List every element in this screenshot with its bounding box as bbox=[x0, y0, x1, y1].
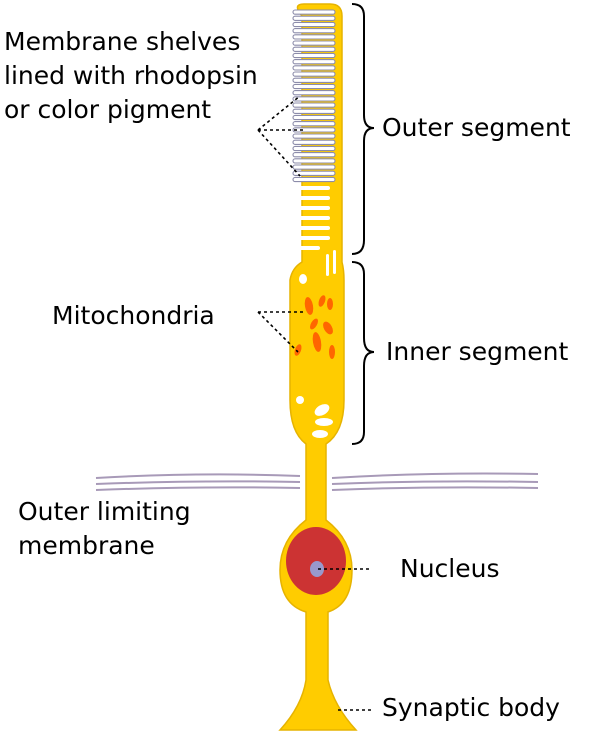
membrane-shelves bbox=[292, 9, 336, 276]
mitochondrion bbox=[323, 321, 333, 335]
disc-shelf bbox=[292, 21, 336, 28]
disc-shelf bbox=[292, 145, 336, 152]
disc-shelf bbox=[292, 9, 336, 15]
disc-shelf bbox=[292, 65, 336, 71]
mitochondria-label: Mitochondria bbox=[52, 301, 215, 330]
disc-slit bbox=[296, 246, 320, 250]
disc-slit bbox=[296, 216, 330, 220]
disc-slit bbox=[296, 196, 330, 200]
mitochondria-organelles bbox=[294, 295, 335, 359]
disc-shelf bbox=[292, 40, 336, 46]
mitochondrion bbox=[304, 297, 314, 315]
disc-slit bbox=[296, 186, 330, 190]
outer-segment-label: Outer segment bbox=[382, 113, 571, 142]
nucleolus-shape bbox=[310, 561, 324, 577]
disc-shelf bbox=[292, 83, 336, 90]
disc-shelf bbox=[292, 121, 336, 127]
membrane-shelves-label-3: or color pigment bbox=[4, 95, 212, 124]
mitochondrion bbox=[327, 298, 333, 310]
membrane-shelves-label-2: lined with rhodopsin bbox=[4, 61, 258, 90]
disc-shelf bbox=[292, 59, 336, 65]
limiting-membrane-fiber bbox=[95, 473, 301, 479]
inner-segment-bracket bbox=[351, 261, 375, 445]
disc-shelf bbox=[292, 96, 336, 102]
limiting-membrane-fiber bbox=[95, 486, 301, 491]
mitochondrion bbox=[294, 344, 302, 356]
disc-shelf bbox=[292, 46, 336, 52]
nucleus-label: Nucleus bbox=[400, 554, 500, 583]
disc-shelf bbox=[292, 139, 336, 145]
disc-shelf bbox=[292, 77, 336, 83]
limiting-membrane-fiber bbox=[331, 480, 539, 485]
synaptic-body-label: Synaptic body bbox=[382, 693, 560, 722]
inner-segment-vesicles bbox=[296, 274, 333, 438]
disc-slit bbox=[296, 236, 330, 240]
disc-slit bbox=[296, 206, 330, 210]
disc-slit bbox=[296, 226, 330, 230]
disc-shelf bbox=[292, 28, 336, 34]
limiting-membrane-fiber bbox=[331, 486, 539, 491]
cilium-slit bbox=[333, 250, 336, 274]
inner-segment-label: Inner segment bbox=[386, 337, 569, 366]
disc-shelf bbox=[292, 114, 336, 121]
outer-segment-bracket bbox=[351, 3, 375, 255]
mitochondrion bbox=[318, 295, 326, 307]
disc-shelf bbox=[292, 90, 336, 96]
outer-limiting-membrane-fibers bbox=[95, 472, 539, 491]
disc-shelf bbox=[292, 164, 336, 170]
mitochondrion bbox=[312, 332, 322, 352]
disc-shelf bbox=[292, 15, 336, 21]
disc-shelf bbox=[292, 158, 336, 164]
disc-shelf bbox=[292, 176, 336, 183]
leader-lines bbox=[257, 95, 372, 711]
disc-shelf bbox=[292, 102, 336, 108]
membrane-shelves-label-1: Membrane shelves bbox=[4, 27, 241, 56]
nucleus-shape bbox=[286, 527, 346, 595]
disc-shelf bbox=[292, 133, 336, 139]
disc-shelf bbox=[292, 127, 336, 133]
mitochondrion bbox=[329, 345, 335, 359]
disc-shelf bbox=[292, 34, 336, 40]
disc-shelf bbox=[292, 152, 336, 158]
limiting-membrane-fiber bbox=[95, 480, 301, 485]
disc-shelf bbox=[292, 52, 336, 59]
limiting-membrane-fiber bbox=[331, 472, 539, 479]
mitochondrion bbox=[310, 318, 318, 330]
disc-shelf bbox=[292, 71, 336, 77]
outer-limiting-membrane-label-1: Outer limiting bbox=[18, 497, 191, 526]
disc-shelf bbox=[292, 108, 336, 114]
disc-shelf bbox=[292, 170, 336, 176]
cilium-slit bbox=[326, 254, 329, 276]
outer-limiting-membrane-label-2: membrane bbox=[18, 531, 155, 560]
